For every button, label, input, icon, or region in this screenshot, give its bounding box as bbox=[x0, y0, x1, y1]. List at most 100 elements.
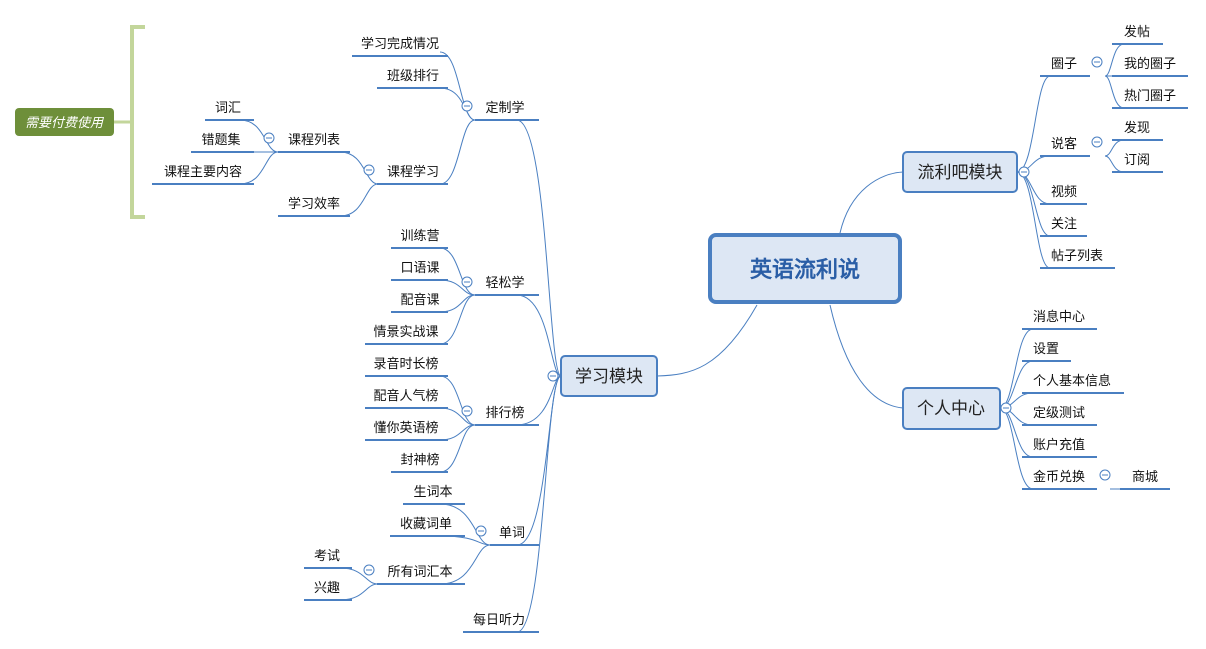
node-easy-item-label: 训练营 bbox=[400, 229, 439, 244]
collapse-icon[interactable] bbox=[263, 132, 275, 144]
node-shuoke-label: 说客 bbox=[1051, 136, 1077, 152]
node-post[interactable]: 发帖 bbox=[1112, 24, 1163, 45]
module-study[interactable]: 学习模块 bbox=[560, 355, 658, 397]
module-study-label: 学习模块 bbox=[575, 367, 643, 387]
collapse-icon[interactable] bbox=[363, 564, 375, 576]
node-circle[interactable]: 圈子 bbox=[1040, 57, 1090, 77]
node-level-test-label: 定级测试 bbox=[1033, 406, 1085, 421]
node-custom-study[interactable]: 定制学 bbox=[475, 100, 539, 121]
paid-tag-label: 需要付费使用 bbox=[25, 116, 105, 131]
node-basic-info-label: 个人基本信息 bbox=[1033, 373, 1111, 389]
node-post-list[interactable]: 帖子列表 bbox=[1040, 249, 1115, 269]
node-hot-circle[interactable]: 热门圈子 bbox=[1112, 89, 1188, 109]
node-efficiency[interactable]: 学习效率 bbox=[278, 196, 350, 217]
node-class-rank-label: 班级排行 bbox=[387, 69, 439, 84]
node-exam[interactable]: 考试 bbox=[304, 549, 352, 569]
node-course-study[interactable]: 课程学习 bbox=[377, 164, 448, 185]
node-coin-exchange[interactable]: 金币兑换 bbox=[1022, 469, 1097, 490]
node-video[interactable]: 视频 bbox=[1040, 185, 1087, 205]
node-follow[interactable]: 关注 bbox=[1040, 217, 1087, 237]
node-mistakes[interactable]: 错题集 bbox=[191, 132, 254, 153]
node-easy-study[interactable]: 轻松学 bbox=[475, 275, 539, 296]
node-easy-item[interactable]: 配音课 bbox=[391, 292, 448, 313]
node-daily-listening-label: 每日听力 bbox=[473, 612, 525, 628]
node-discover-label: 发现 bbox=[1124, 120, 1150, 136]
node-class-rank[interactable]: 班级排行 bbox=[377, 69, 448, 89]
node-ranking-item-label: 懂你英语榜 bbox=[373, 420, 438, 436]
node-course-study-label: 课程学习 bbox=[387, 164, 439, 180]
node-video-label: 视频 bbox=[1051, 185, 1077, 200]
node-ranking-item[interactable]: 配音人气榜 bbox=[365, 388, 448, 409]
node-post-label: 发帖 bbox=[1124, 24, 1150, 40]
paid-tag: 需要付费使用 bbox=[15, 108, 114, 136]
node-progress-label: 学习完成情况 bbox=[361, 36, 439, 52]
node-ranking-item-label: 封神榜 bbox=[400, 452, 439, 468]
node-hot-circle-label: 热门圈子 bbox=[1124, 89, 1176, 104]
collapse-icon[interactable] bbox=[461, 100, 473, 112]
node-easy-study-label: 轻松学 bbox=[485, 275, 524, 291]
node-course-list-label: 课程列表 bbox=[288, 133, 340, 148]
node-ranking-label: 排行榜 bbox=[485, 405, 524, 421]
node-all-books-label: 所有词汇本 bbox=[387, 565, 452, 580]
node-new-words-label: 生词本 bbox=[413, 485, 452, 500]
node-circle-label: 圈子 bbox=[1051, 57, 1077, 72]
collapse-icon[interactable] bbox=[461, 405, 473, 417]
node-main-content[interactable]: 课程主要内容 bbox=[152, 164, 254, 185]
node-subscribe-label: 订阅 bbox=[1124, 153, 1150, 168]
node-new-words[interactable]: 生词本 bbox=[403, 485, 465, 505]
module-liuliba[interactable]: 流利吧模块 bbox=[902, 151, 1018, 193]
node-vocab-label: 词汇 bbox=[215, 101, 241, 116]
node-level-test[interactable]: 定级测试 bbox=[1022, 406, 1097, 426]
collapse-icon[interactable] bbox=[475, 525, 487, 537]
collapse-icon[interactable] bbox=[547, 370, 559, 382]
node-ranking-item[interactable]: 懂你英语榜 bbox=[365, 420, 448, 441]
node-vocab[interactable]: 词汇 bbox=[205, 101, 254, 121]
node-messages[interactable]: 消息中心 bbox=[1022, 309, 1097, 330]
node-easy-item[interactable]: 口语课 bbox=[391, 261, 448, 281]
node-all-books[interactable]: 所有词汇本 bbox=[377, 565, 465, 585]
collapse-icon[interactable] bbox=[1018, 166, 1030, 178]
node-recharge[interactable]: 账户充值 bbox=[1022, 437, 1097, 458]
node-follow-label: 关注 bbox=[1051, 217, 1077, 232]
node-easy-item[interactable]: 情景实战课 bbox=[365, 325, 448, 345]
collapse-icon[interactable] bbox=[1091, 136, 1103, 148]
node-progress[interactable]: 学习完成情况 bbox=[352, 36, 448, 57]
node-basic-info[interactable]: 个人基本信息 bbox=[1022, 373, 1124, 394]
node-interest-label: 兴趣 bbox=[314, 581, 340, 596]
collapse-icon[interactable] bbox=[1000, 402, 1012, 414]
node-mall[interactable]: 商城 bbox=[1110, 470, 1170, 490]
node-ranking-item[interactable]: 封神榜 bbox=[391, 452, 448, 473]
node-interest[interactable]: 兴趣 bbox=[304, 581, 352, 601]
node-efficiency-label: 学习效率 bbox=[288, 196, 340, 212]
node-discover[interactable]: 发现 bbox=[1112, 120, 1163, 141]
node-shuoke[interactable]: 说客 bbox=[1040, 136, 1090, 157]
node-ranking-item[interactable]: 录音时长榜 bbox=[365, 356, 448, 377]
node-subscribe[interactable]: 订阅 bbox=[1112, 153, 1163, 173]
collapse-icon[interactable] bbox=[1091, 56, 1103, 68]
node-ranking-item-label: 配音人气榜 bbox=[373, 388, 438, 404]
root-node[interactable]: 英语流利说 bbox=[708, 233, 902, 304]
collapse-icon[interactable] bbox=[1099, 469, 1111, 481]
node-ranking[interactable]: 排行榜 bbox=[475, 405, 539, 426]
node-easy-item[interactable]: 训练营 bbox=[391, 229, 448, 249]
module-personal[interactable]: 个人中心 bbox=[902, 387, 1001, 430]
node-my-circle[interactable]: 我的圈子 bbox=[1112, 56, 1188, 77]
node-exam-label: 考试 bbox=[314, 549, 340, 564]
node-settings[interactable]: 设置 bbox=[1022, 342, 1071, 362]
node-settings-label: 设置 bbox=[1033, 342, 1059, 357]
collapse-toggles bbox=[263, 56, 1111, 576]
node-ranking-item-label: 录音时长榜 bbox=[373, 356, 438, 372]
node-daily-listening[interactable]: 每日听力 bbox=[463, 612, 539, 633]
node-course-list[interactable]: 课程列表 bbox=[278, 133, 350, 153]
paid-bracket bbox=[114, 25, 145, 219]
module-personal-label: 个人中心 bbox=[917, 399, 985, 419]
collapse-icon[interactable] bbox=[363, 164, 375, 176]
node-words-label: 单词 bbox=[499, 526, 525, 541]
node-favorites[interactable]: 收藏词单 bbox=[390, 517, 465, 537]
node-words[interactable]: 单词 bbox=[490, 526, 539, 546]
module-liuliba-label: 流利吧模块 bbox=[918, 163, 1003, 183]
node-main-content-label: 课程主要内容 bbox=[164, 164, 242, 180]
collapse-icon[interactable] bbox=[461, 276, 473, 288]
node-my-circle-label: 我的圈子 bbox=[1124, 56, 1176, 72]
